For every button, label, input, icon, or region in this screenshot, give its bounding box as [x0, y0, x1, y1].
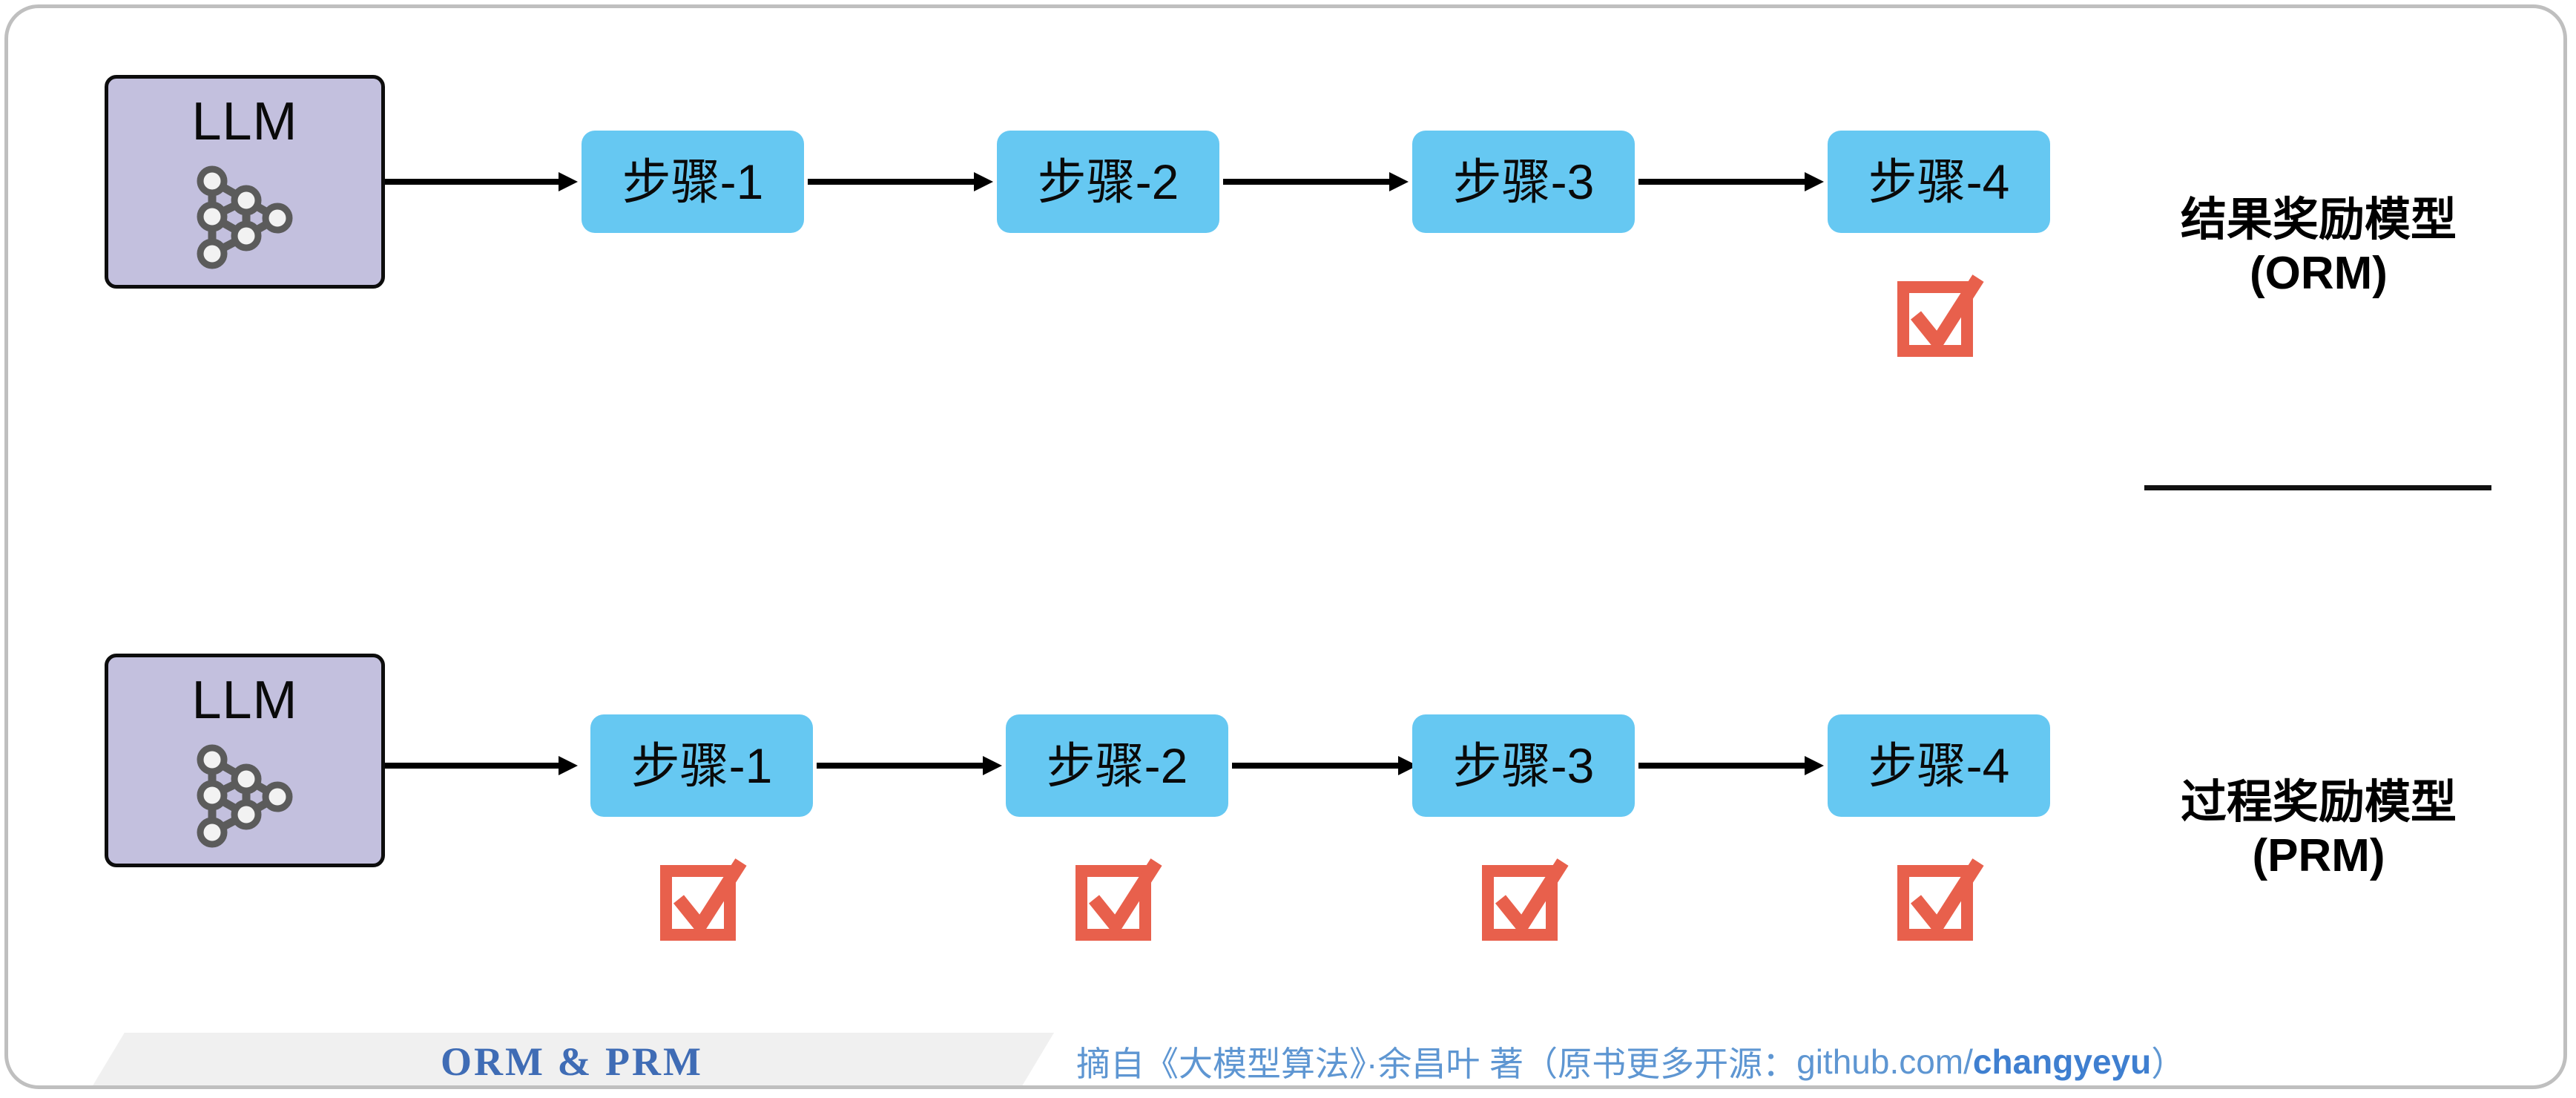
checkmark-icon-prm-2: [1075, 858, 1162, 949]
footer-credit-link-plain[interactable]: github.com/: [1796, 1042, 1973, 1081]
neural-network-icon: [185, 159, 304, 281]
step-box-orm-2: 步骤-2: [997, 131, 1219, 233]
llm-label: LLM: [191, 671, 298, 730]
step-label: 步骤-1: [622, 154, 764, 209]
checkmark-icon-prm-1: [659, 858, 747, 949]
checkmark-icon-prm-4: [1897, 858, 1984, 949]
step-box-prm-2: 步骤-2: [1006, 714, 1228, 817]
footer-credit-link-bold[interactable]: changyeyu: [1972, 1042, 2152, 1081]
arrow-llm-to-step1-prm: [385, 756, 578, 775]
footer-band: [90, 1033, 1054, 1085]
step-label: 步骤-3: [1452, 154, 1595, 209]
arrow-orm-1-2: [808, 172, 993, 191]
step-box-orm-3: 步骤-3: [1412, 131, 1635, 233]
llm-box-orm: LLM: [105, 75, 385, 289]
checkmark-icon-prm-3: [1481, 858, 1569, 949]
arrow-orm-2-3: [1223, 172, 1409, 191]
footer-title: ORM & PRM: [441, 1039, 703, 1084]
step-label: 步骤-4: [1868, 154, 2010, 209]
side-label-abbr: (ORM): [2250, 247, 2388, 299]
step-box-orm-1: 步骤-1: [582, 131, 804, 233]
llm-label: LLM: [191, 92, 298, 151]
step-label: 步骤-2: [1037, 154, 1179, 209]
step-box-prm-4: 步骤-4: [1828, 714, 2050, 817]
neural-network-icon: [185, 737, 304, 860]
step-label: 步骤-1: [630, 738, 773, 793]
step-label: 步骤-4: [1868, 738, 2010, 793]
footer-credit-suffix: ）: [2151, 1045, 2186, 1083]
side-label-name: 过程奖励模型: [2180, 777, 2457, 828]
arrow-prm-3-4: [1638, 756, 1824, 775]
footer-credit: 摘自《大模型算法》·余昌叶 著（原书更多开源：github.com/changy…: [1076, 1033, 2186, 1085]
section-divider: [2144, 485, 2491, 490]
side-label-abbr: (PRM): [2252, 829, 2385, 881]
arrow-prm-2-3: [1232, 756, 1417, 775]
checkmark-icon-orm-4: [1897, 274, 1984, 365]
arrow-orm-3-4: [1638, 172, 1824, 191]
step-box-prm-3: 步骤-3: [1412, 714, 1635, 817]
footer-credit-prefix: 摘自《大模型算法》·余昌叶 著（原书更多开源：: [1076, 1045, 1797, 1083]
llm-box-prm: LLM: [105, 654, 385, 867]
side-label-orm: 结果奖励模型 (ORM): [2144, 194, 2493, 300]
step-box-prm-1: 步骤-1: [590, 714, 813, 817]
arrow-llm-to-step1-orm: [385, 172, 578, 191]
step-label: 步骤-3: [1452, 738, 1595, 793]
step-box-orm-4: 步骤-4: [1828, 131, 2050, 233]
side-label-name: 结果奖励模型: [2180, 194, 2457, 246]
diagram-card: LLM: [4, 4, 2567, 1089]
arrow-prm-1-2: [817, 756, 1002, 775]
step-label: 步骤-2: [1046, 738, 1188, 793]
side-label-prm: 过程奖励模型 (PRM): [2144, 776, 2493, 883]
